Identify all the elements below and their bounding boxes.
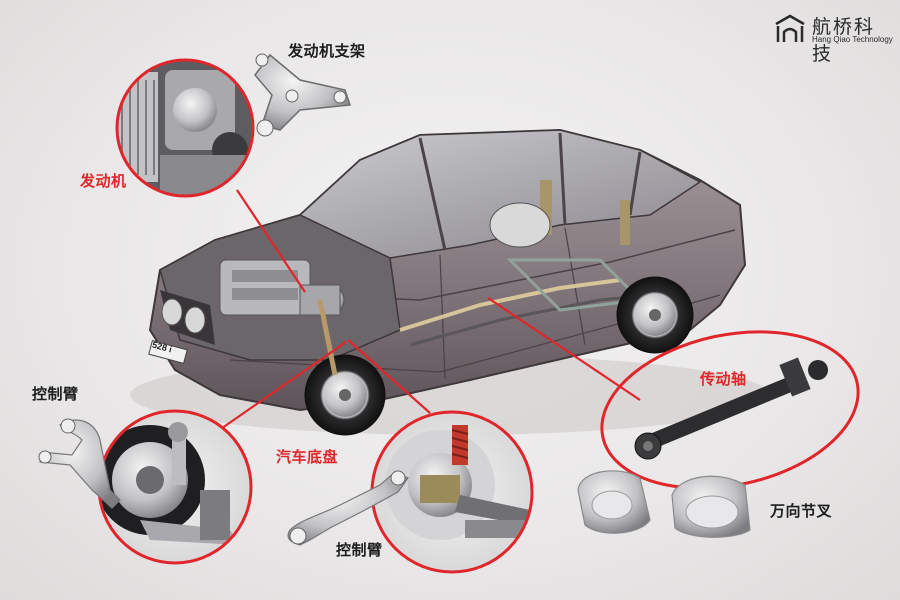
callout-lines: [214, 189, 641, 434]
suspension-inset-right: [370, 410, 534, 574]
label-control-arm-left: 控制臂: [32, 385, 79, 403]
label-engine-mount: 发动机支架: [288, 42, 366, 60]
engine-mount-bracket: [254, 53, 352, 137]
drive-shaft-callout: [600, 330, 860, 490]
universal-joint-yokes: [577, 470, 751, 538]
brand-name-cn: 航桥科技: [812, 16, 876, 65]
suspension-inset-left: [97, 409, 253, 565]
label-drive-shaft: 传动轴: [700, 370, 747, 388]
control-arm-left-part: [38, 418, 121, 509]
label-engine: 发动机: [80, 172, 127, 190]
label-car-chassis: 汽车底盘: [276, 448, 339, 466]
hq-logo-icon: [775, 14, 805, 42]
label-control-arm-bottom: 控制臂: [336, 541, 383, 559]
brand-name-en: Hang Qiao Technology: [812, 35, 893, 44]
label-universal-joint: 万向节叉: [770, 502, 833, 520]
brand-logo: 航桥科技 Hang Qiao Technology: [774, 12, 894, 65]
engine-inset: [115, 58, 255, 198]
control-arm-bottom-part: [287, 470, 409, 546]
car-cutaway: [130, 128, 770, 436]
